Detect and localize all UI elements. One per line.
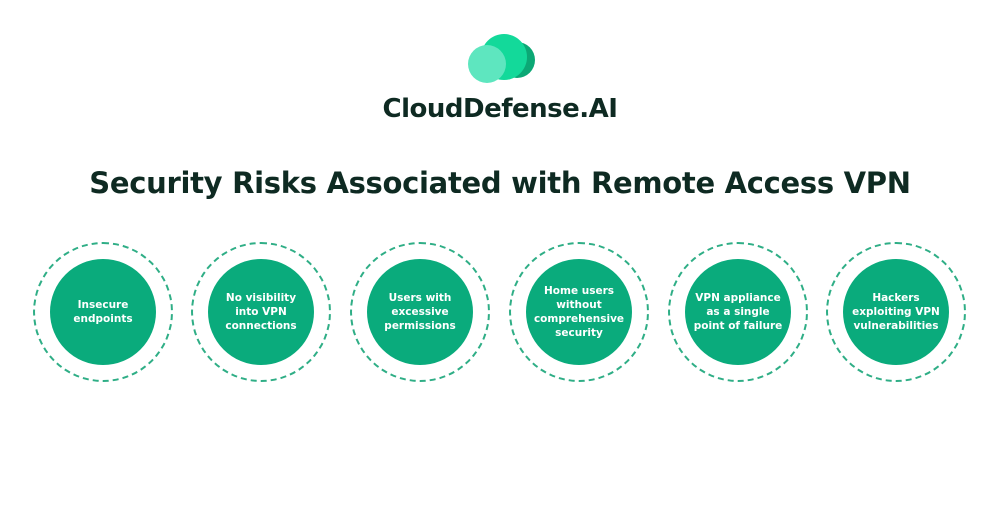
risk-item: Hackers exploiting VPN vulnerabilities <box>826 242 966 382</box>
risk-label: Users with excessive permissions <box>367 259 473 365</box>
risk-label: No visibility into VPN connections <box>208 259 314 365</box>
risk-label: Hackers exploiting VPN vulnerabilities <box>843 259 949 365</box>
risk-item: Home users without comprehensive securit… <box>509 242 649 382</box>
risk-label: Insecure endpoints <box>50 259 156 365</box>
page-title: Security Risks Associated with Remote Ac… <box>89 166 911 200</box>
risk-label: VPN appliance as a single point of failu… <box>685 259 791 365</box>
risk-item: No visibility into VPN connections <box>191 242 331 382</box>
risk-item: Users with excessive permissions <box>350 242 490 382</box>
risk-item: VPN appliance as a single point of failu… <box>668 242 808 382</box>
risk-label: Home users without comprehensive securit… <box>526 259 632 365</box>
cloud-logo-icon <box>468 34 535 83</box>
risk-item: Insecure endpoints <box>33 242 173 382</box>
brand-name: CloudDefense.AI <box>382 94 618 124</box>
